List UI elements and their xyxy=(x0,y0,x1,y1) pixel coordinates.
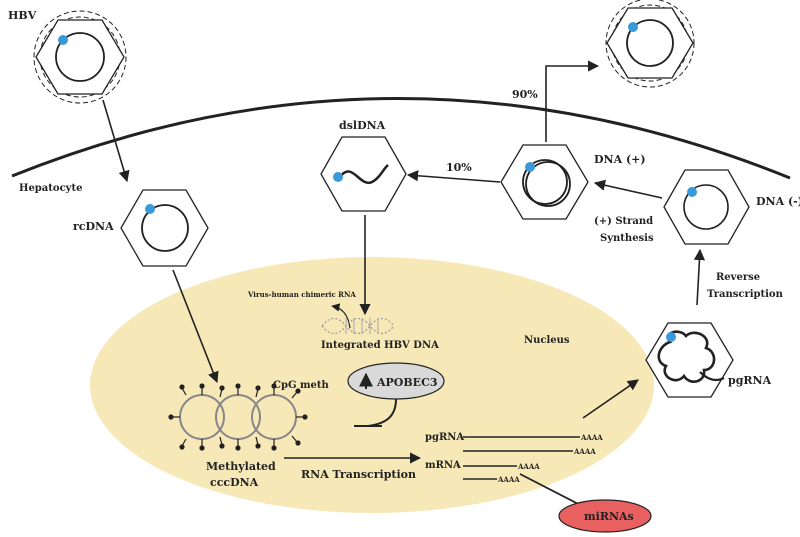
arrow-plus-strand xyxy=(593,179,663,199)
label-dsldna: dslDNA xyxy=(339,119,386,132)
arrow-to-cccdna xyxy=(172,269,219,384)
chimeric-arrow xyxy=(331,303,351,329)
label-cpg-meth: CpG meth xyxy=(273,380,330,391)
label-cccdna: cccDNA xyxy=(210,476,259,489)
label-dna-minus: DNA (-) xyxy=(756,195,800,208)
label-dna-plus: DNA (+) xyxy=(594,153,646,166)
label-reverse-2: Transcription xyxy=(707,289,784,300)
label-mrna-line: mRNA xyxy=(425,460,461,471)
dsldna-capsid xyxy=(320,136,407,212)
apobec3-inhibition xyxy=(354,398,397,427)
label-plus-strand-1: (+) Strand xyxy=(594,216,653,227)
pgrna-capsid xyxy=(645,322,734,398)
label-pgrna-line: pgRNA xyxy=(425,432,464,443)
polymerase-dot xyxy=(58,35,68,45)
dna-minus-capsid xyxy=(663,169,750,245)
arrow-entry xyxy=(102,99,130,183)
arrow-90pct xyxy=(545,60,600,142)
label-pgrna-capsid: pgRNA xyxy=(728,374,772,387)
arrow-10pct xyxy=(406,170,501,183)
label-plus-strand-2: Synthesis xyxy=(600,233,654,244)
arrow-reverse-transcription xyxy=(693,248,706,306)
label-hbv: HBV xyxy=(8,9,37,22)
label-rcdna: rcDNA xyxy=(73,220,114,233)
integrated-dna-helix xyxy=(321,317,395,335)
cpg-methyl-marks xyxy=(168,383,308,451)
cell-membrane xyxy=(11,97,791,180)
polya-1: AAAA xyxy=(580,433,603,442)
polya-2: AAAA xyxy=(573,447,596,456)
label-nucleus: Nucleus xyxy=(524,335,570,346)
arrow-to-pgrna-capsid xyxy=(582,379,639,419)
rna-transcript-lines xyxy=(463,436,580,480)
label-10pct: 10% xyxy=(446,161,472,174)
released-virion xyxy=(605,0,695,88)
label-apobec3: APOBEC3 xyxy=(376,376,437,389)
label-methylated: Methylated xyxy=(206,460,276,473)
label-90pct: 90% xyxy=(512,88,538,101)
label-chimeric-rna: Virus-human chimeric RNA xyxy=(247,290,356,299)
polya-4: AAAA xyxy=(497,475,520,484)
hbv-virion xyxy=(33,10,127,104)
rcdna-capsid xyxy=(120,189,209,267)
label-mirnas: miRNAs xyxy=(584,510,634,523)
label-hepatocyte: Hepatocyte xyxy=(19,183,82,194)
dna-plus-capsid xyxy=(500,144,589,220)
label-rna-transcription: RNA Transcription xyxy=(301,468,416,481)
label-reverse-1: Reverse xyxy=(716,272,760,283)
label-integrated-dna: Integrated HBV DNA xyxy=(321,340,439,351)
polya-3: AAAA xyxy=(517,462,540,471)
mirnas-ellipse xyxy=(558,499,652,533)
